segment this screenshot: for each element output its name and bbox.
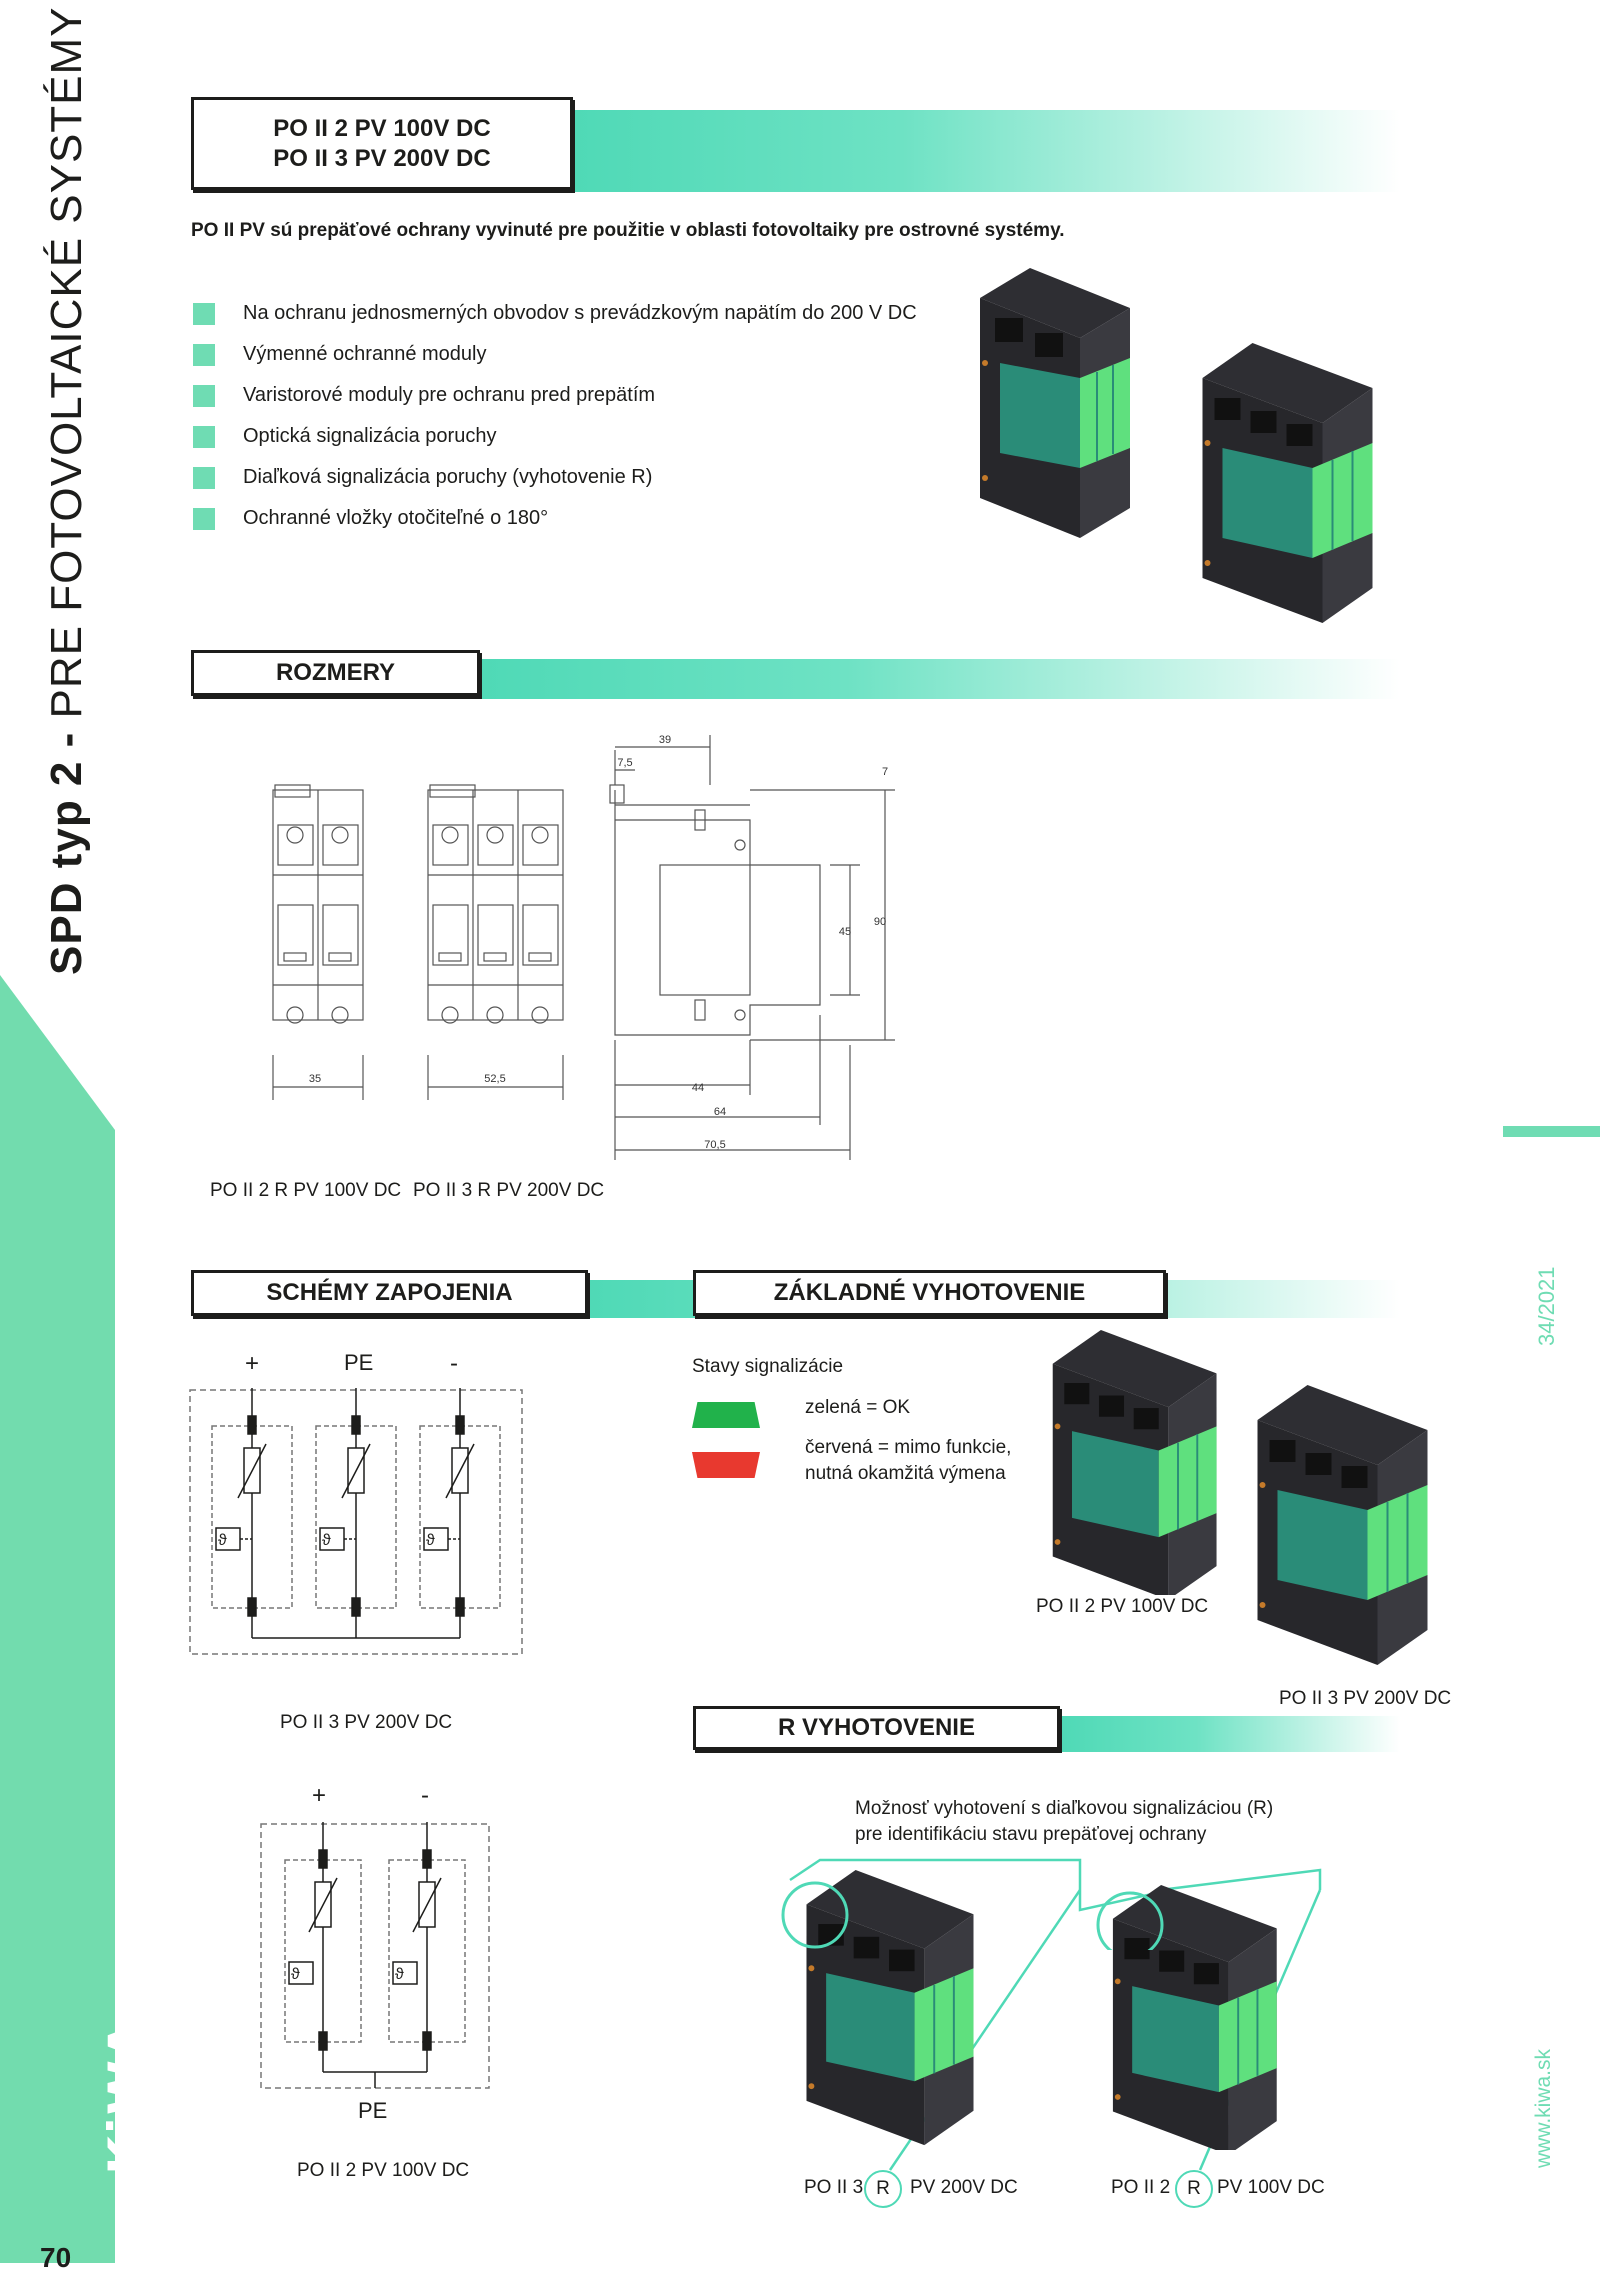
scheme-minus-label-2: - [421,1782,429,1809]
dim-7-5: 7,5 [617,757,632,769]
r-note-2: pre identifikáciu stavu prepäťovej ochra… [855,1824,1207,1845]
website-label: www.kiwa.sk [1532,2048,1555,2168]
side-band [0,975,115,2263]
product-name-2: PO II 3 PV 200V DC [273,145,491,172]
thermal-symbol: ϑ [218,1532,227,1549]
dim-39: 39 [659,734,671,746]
thermal-symbol: ϑ [322,1532,331,1549]
feature-item: Varistorové moduly pre ochranu pred prep… [243,384,656,406]
scheme-pe-label: PE [344,1350,374,1375]
states-title: Stavy signalizácie [692,1356,844,1377]
product-name-1: PO II 2 PV 100V DC [273,115,491,142]
r-heading: R VYHOTOVENIE [693,1706,1060,1750]
basic-heading: ZÁKLADNÉ VYHOTOVENIE [693,1270,1166,1316]
kiwa-logo: KiWAsk [98,1972,156,2175]
page-number: 70 [40,2242,72,2273]
product-header-bar [570,110,1400,192]
r-caption-3-badge: R [864,2170,902,2208]
r-caption-2-pre: PO II 2 [1111,2177,1171,2198]
dim-44: 44 [692,1082,704,1094]
scheme-diagram-3-pole: ϑ ϑ ϑ [189,1388,523,1655]
bullet-icon [193,508,215,530]
scheme-minus-label: - [450,1350,458,1377]
r-note-1: Možnosť vyhotovení s diaľkovou signalizá… [855,1798,1274,1819]
scheme-caption-top: PO II 3 PV 200V DC [280,1712,453,1733]
bullet-icon [193,303,215,325]
dim-45: 45 [839,926,851,938]
thermal-symbol: ϑ [426,1532,435,1549]
dimensions-heading: ROZMERY [191,650,480,696]
bullet-icon [193,467,215,489]
dimension-caption-left: PO II 2 R PV 100V DC [210,1180,402,1201]
dimension-drawings: 35 52,5 39 7,5 7 45 90 44 64 70,5 [272,734,895,1160]
thermal-symbol: ϑ [291,1966,300,1983]
bullet-icon [193,344,215,366]
scheme-diagram-2-pole: ϑ ϑ [260,1822,490,2089]
bullet-icon [193,426,215,448]
green-state-swatch [692,1402,760,1428]
red-state-label-2: nutná okamžitá výmena [805,1463,1006,1484]
scheme-pe-label-2: PE [358,2098,388,2123]
dim-64: 64 [714,1106,726,1118]
schemes-heading: SCHÉMY ZAPOJENIA [191,1270,588,1316]
intro-text: PO II PV sú prepäťové ochrany vyvinuté p… [191,220,1065,241]
feature-item: Diaľková signalizácia poruchy (vyhotoven… [243,466,653,488]
r-header-bar [1060,1716,1400,1752]
r-caption-2-post: PV 100V DC [1217,2177,1325,2198]
feature-item: Optická signalizácia poruchy [243,425,497,447]
basic-caption-3: PO II 3 PV 200V DC [1279,1688,1452,1709]
scheme-plus-label: + [245,1350,260,1377]
bullet-icon [193,385,215,407]
product-image-3-pole [1201,343,1374,624]
dim-70-5: 70,5 [704,1139,725,1151]
r-caption-3-pre: PO II 3 [804,2177,864,2198]
r-caption-2-badge: R [1175,2170,1213,2208]
feature-item: Na ochranu jednosmerných obvodov s prevá… [243,302,917,324]
dimensions-header-bar [478,659,1400,699]
scheme-caption-bottom: PO II 2 PV 100V DC [297,2160,470,2181]
thermal-symbol: ϑ [395,1966,404,1983]
feature-item: Ochranné vložky otočiteľné o 180° [243,507,549,529]
r-highlight-circles [781,1881,1164,1950]
green-state-label: zelená = OK [805,1397,911,1418]
red-state-label-1: červená = mimo funkcie, [805,1437,1012,1458]
r-caption-3-post: PV 200V DC [910,2177,1018,2198]
product-header-box: PO II 2 PV 100V DC PO II 3 PV 200V DC [191,97,573,190]
vertical-title: SPD typ 2 - PRE FOTOVOLTAICKÉ SYSTÉMY [42,6,91,975]
feature-item: Výmenné ochranné moduly [243,343,487,365]
issue-label: 34/2021 [1534,1266,1559,1346]
dim-52-5: 52,5 [484,1073,505,1085]
dim-7: 7 [882,766,888,778]
product-image-2-pole [979,268,1131,539]
basic-caption-2: PO II 2 PV 100V DC [1036,1596,1209,1617]
right-accent-bar [1503,1126,1600,1137]
dim-35: 35 [309,1073,321,1085]
red-state-swatch [692,1452,760,1478]
dimension-caption-right: PO II 3 R PV 200V DC [413,1180,605,1201]
scheme-plus-label-2: + [312,1782,327,1809]
basic-image-2-pole [1051,1330,1218,1595]
dim-90: 90 [874,916,886,928]
basic-image-3-pole [1256,1385,1429,1666]
